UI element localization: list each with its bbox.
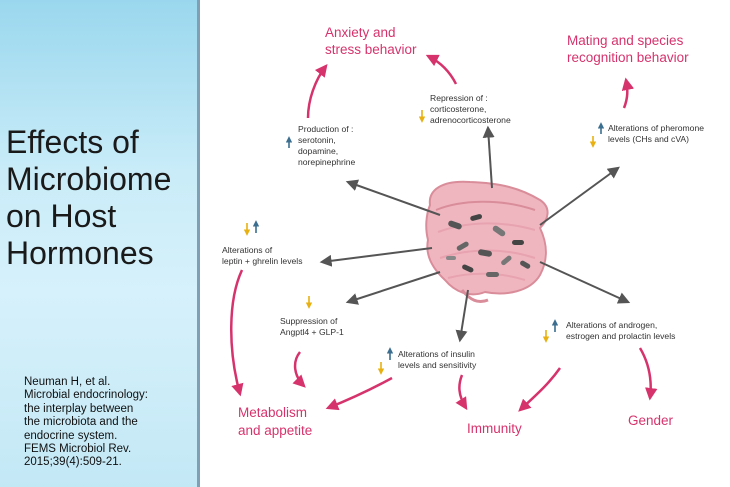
outcome-line: Metabolism [238, 405, 307, 420]
pathway-line: leptin + ghrelin levels [222, 256, 303, 266]
microbiome-diagram: Anxiety and stress behavior Mating and s… [222, 25, 706, 438]
outcome-anxiety: Anxiety and stress behavior [325, 25, 417, 57]
citation: Neuman H, et al. Microbial endocrinology… [24, 376, 194, 470]
outcome-line: Mating and species [567, 33, 684, 48]
citation-line: the interplay between [24, 402, 134, 415]
citation-line: Neuman H, et al. [24, 376, 111, 388]
title-line: Hormones [6, 235, 154, 271]
pathway-line: Alterations of [222, 245, 273, 255]
pathway-line: levels and sensitivity [398, 360, 477, 370]
title-line: on Host [6, 198, 117, 234]
level-indicators [243, 110, 605, 375]
pathway-line: Repression of : [430, 93, 488, 103]
outcome-line: and appetite [238, 423, 312, 438]
pathway-line: corticosterone, [430, 104, 486, 114]
outcome-line: Anxiety and [325, 25, 396, 40]
pathway-line: Production of : [298, 124, 353, 134]
pathway-androgen: Alterations of androgen, estrogen and pr… [566, 320, 675, 341]
title-line: Microbiome [6, 161, 172, 197]
pathway-line: serotonin, [298, 135, 336, 145]
outcome-gender: Gender [628, 413, 674, 428]
citation-line: FEMS Microbiol Rev. [24, 443, 132, 456]
pathway-line: adrenocorticosterone [430, 115, 511, 125]
intestine-illustration [425, 180, 549, 304]
pathway-corticosterone: Repression of : corticosterone, adrenoco… [430, 93, 511, 125]
pathway-line: levels (CHs and cVA) [608, 134, 689, 144]
outcome-mating: Mating and species recognition behavior [567, 33, 689, 65]
pathway-line: Alterations of pheromone [608, 123, 704, 133]
outcome-line: stress behavior [325, 42, 417, 57]
citation-line: the microbiota and the [24, 416, 138, 429]
outcome-line: Immunity [467, 421, 522, 436]
pathway-arrows [319, 125, 631, 343]
pathway-pheromone: Alterations of pheromone levels (CHs and… [608, 123, 706, 144]
citation-line: endocrine system. [24, 429, 118, 442]
pathway-line: estrogen and prolactin levels [566, 331, 675, 341]
outcome-immunity: Immunity [467, 421, 522, 436]
pathway-neurotransmitters: Production of : serotonin, dopamine, nor… [298, 124, 356, 167]
slide-title: Effects of Microbiome on Host Hormones [6, 124, 206, 272]
outcome-metabolism: Metabolism and appetite [238, 405, 312, 438]
citation-line: Microbial endocrinology: [24, 389, 149, 402]
pathway-angptl4: Suppression of Angptl4 + GLP-1 [280, 316, 344, 337]
outcome-line: recognition behavior [567, 50, 689, 65]
pathway-line: Angptl4 + GLP-1 [280, 327, 344, 337]
pathway-line: Alterations of insulin [398, 349, 475, 359]
pathway-leptin: Alterations of leptin + ghrelin levels [222, 245, 303, 266]
pathway-line: norepinephrine [298, 157, 356, 167]
pathway-line: Suppression of [280, 316, 338, 326]
pathway-insulin: Alterations of insulin levels and sensit… [398, 349, 477, 370]
pathway-line: Alterations of androgen, [566, 320, 657, 330]
outcome-line: Gender [628, 413, 674, 428]
outcome-arrows [230, 54, 658, 412]
title-line: Effects of [6, 124, 139, 160]
citation-line: 2015;39(4):509-21. [24, 456, 122, 469]
left-panel: Effects of Microbiome on Host Hormones N… [0, 0, 200, 487]
pathway-line: dopamine, [298, 146, 338, 156]
